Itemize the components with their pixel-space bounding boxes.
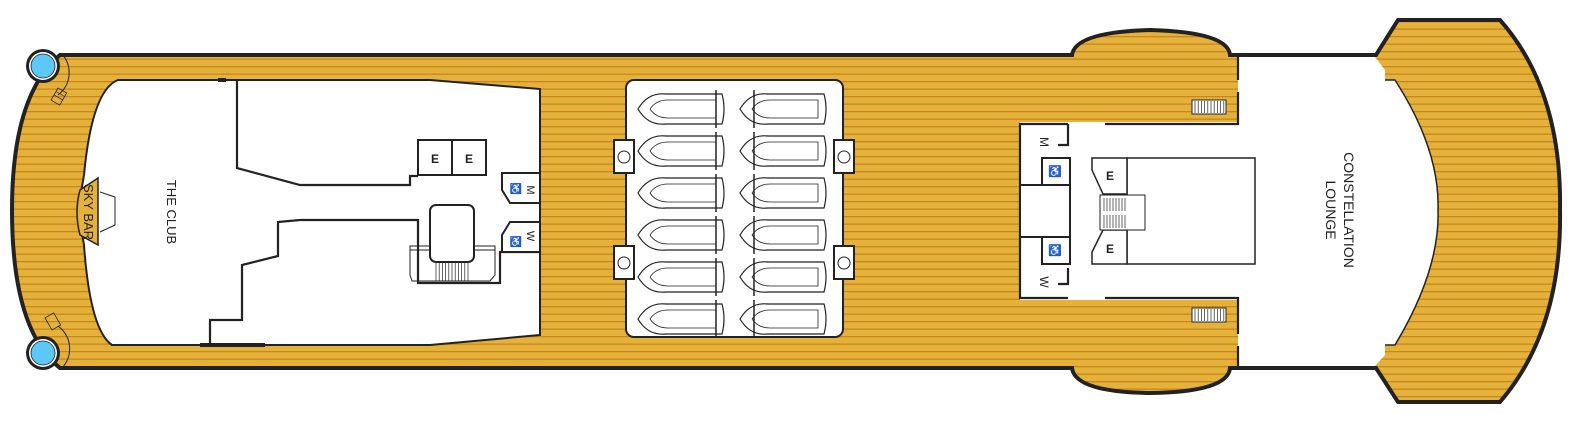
staircase-club xyxy=(409,204,496,282)
lifeboat xyxy=(739,258,827,296)
vent-starboard xyxy=(1191,307,1227,323)
vent-port xyxy=(1191,99,1227,115)
accessible-icon: ♿ xyxy=(1048,165,1062,178)
restroom-block-forward: M ♿ ♿ W xyxy=(1018,122,1071,300)
lifeboat xyxy=(739,90,827,128)
lifeboat xyxy=(637,174,725,212)
lifeboat xyxy=(637,216,725,254)
men-label: M xyxy=(524,185,536,194)
the-club-label: THE CLUB xyxy=(164,180,179,244)
lifeboat xyxy=(739,174,827,212)
women-label: W xyxy=(1037,276,1051,288)
elevator-label: E xyxy=(431,152,439,166)
elevator-bank-club: E E xyxy=(417,139,487,176)
davit-boxes xyxy=(613,139,855,280)
lifeboat xyxy=(739,132,827,170)
elevator-label: E xyxy=(465,152,473,166)
elevator-label: E xyxy=(1106,169,1114,183)
women-label: W xyxy=(524,231,536,242)
accessible-icon: ♿ xyxy=(510,182,522,195)
lifeboat xyxy=(637,300,725,338)
restroom-women-club: ♿ W xyxy=(501,221,541,253)
men-label: M xyxy=(1037,137,1051,147)
elevator-label: E xyxy=(1106,242,1114,256)
pool-port xyxy=(26,49,70,106)
accessible-icon: ♿ xyxy=(510,235,522,248)
lifeboat xyxy=(637,90,725,128)
constellation-label: CONSTELLATION xyxy=(1341,152,1357,268)
accessible-icon: ♿ xyxy=(1048,244,1062,257)
lifeboat xyxy=(637,258,725,296)
lounge-label: LOUNGE xyxy=(1323,180,1339,239)
restroom-men-club: ♿ M xyxy=(501,172,541,204)
elevator-bank-forward: E E xyxy=(1091,157,1256,265)
lifeboat xyxy=(739,216,827,254)
pool-starboard xyxy=(26,312,71,370)
sky-bar xyxy=(76,176,99,247)
sky-bar-label: SKY BAR xyxy=(81,184,96,240)
lifeboat xyxy=(637,132,725,170)
lifeboat xyxy=(739,300,827,338)
